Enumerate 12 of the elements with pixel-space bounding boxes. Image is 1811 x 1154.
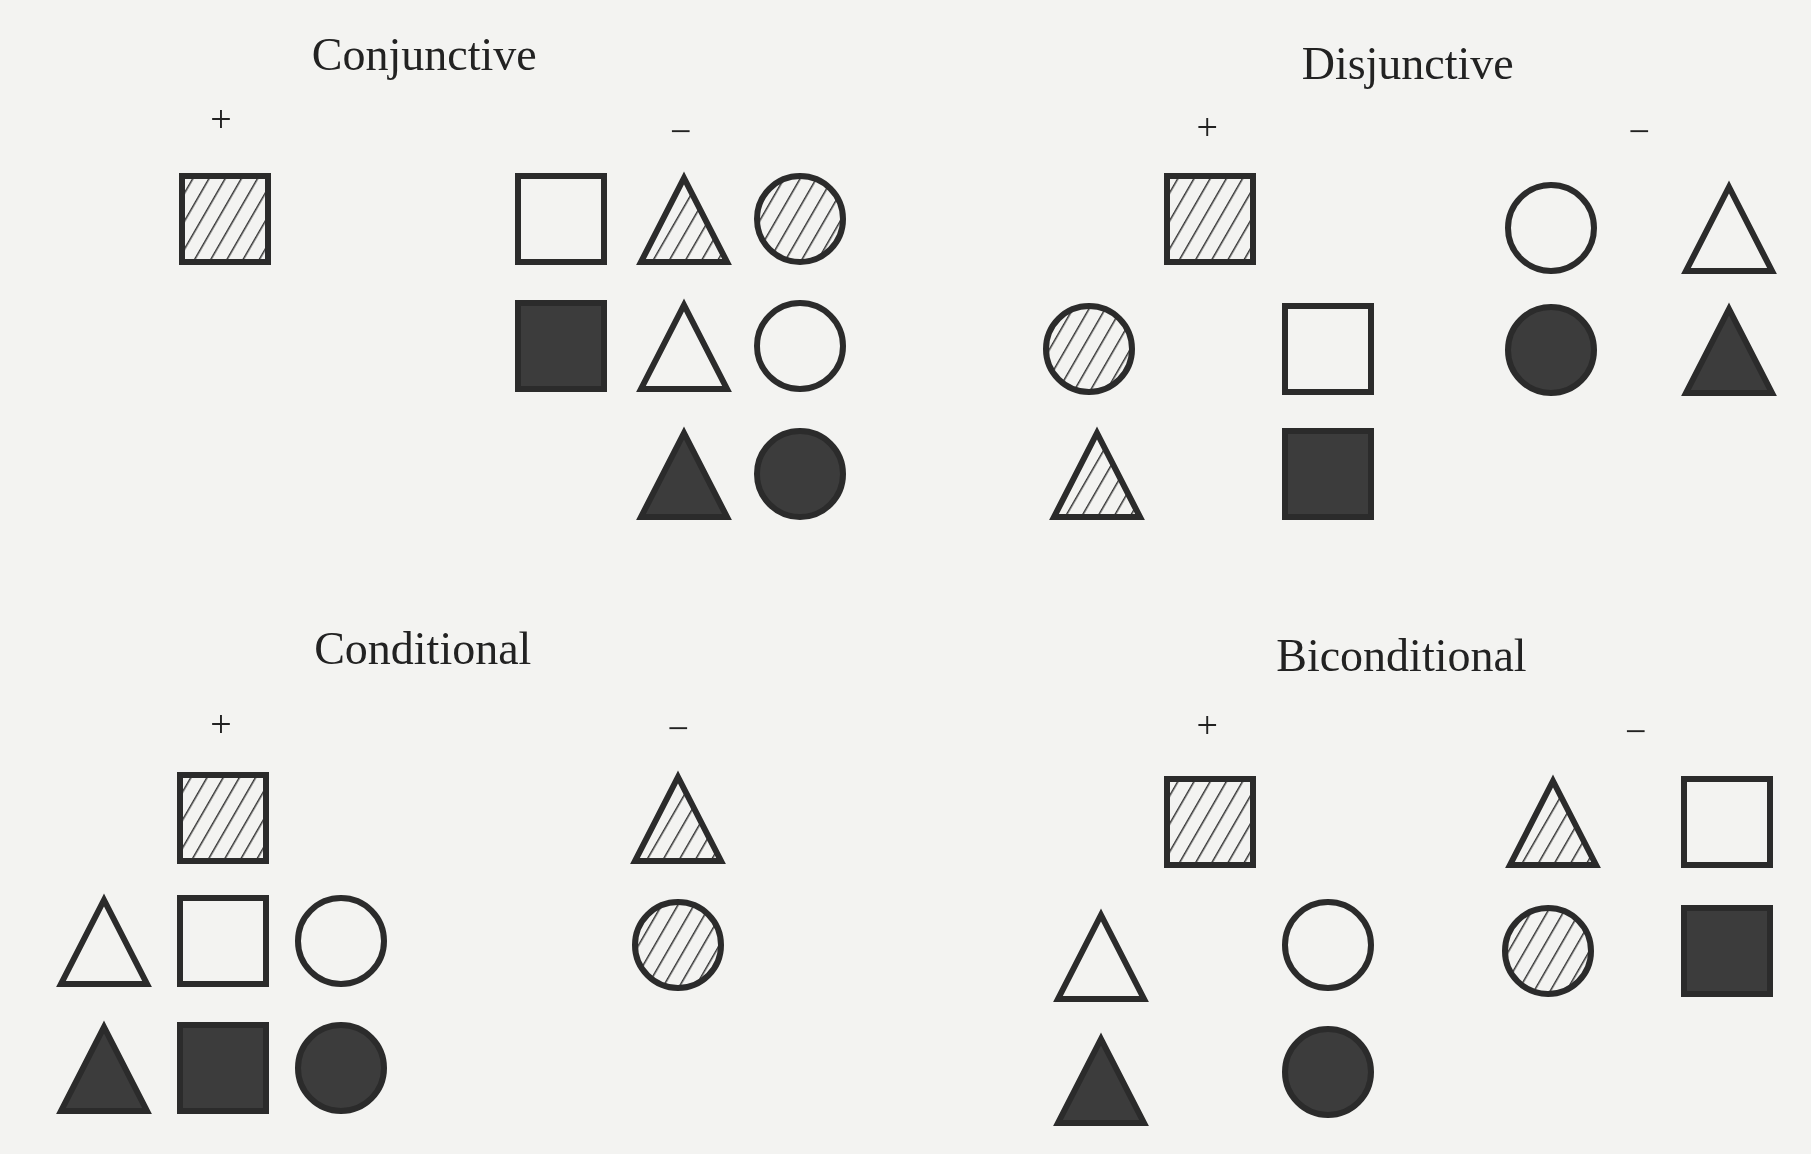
panel-title: Biconditional	[1276, 633, 1527, 679]
panel-title: Conditional	[314, 626, 532, 673]
positive-sign: +	[1196, 706, 1218, 745]
panel-title: Disjunctive	[1301, 40, 1514, 87]
negative-sign: −	[1628, 111, 1650, 150]
positive-sign: +	[210, 99, 232, 138]
negative-sign: −	[667, 708, 689, 747]
panel-title: Conjunctive	[311, 32, 537, 79]
positive-sign: +	[1196, 108, 1218, 147]
negative-sign: −	[669, 111, 692, 150]
positive-sign: +	[210, 705, 232, 744]
negative-sign: −	[1625, 712, 1647, 751]
